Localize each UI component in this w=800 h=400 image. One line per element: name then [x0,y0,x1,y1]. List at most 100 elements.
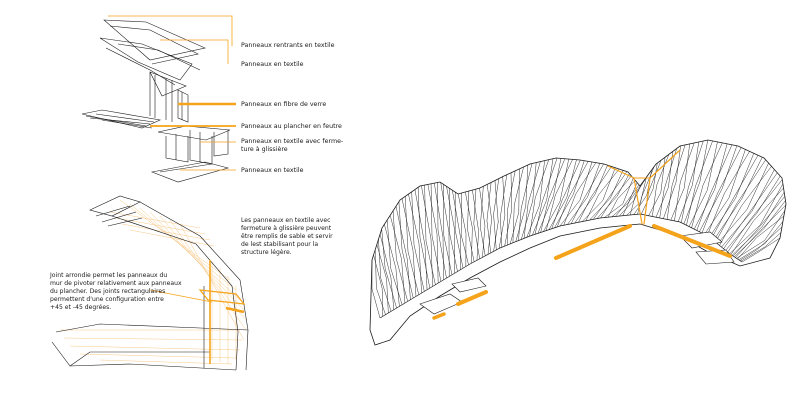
shell-rib [480,186,486,256]
shell-rib [732,196,786,257]
shell-rib [600,175,632,219]
shell-rib [417,187,431,289]
shell-rib [498,176,506,249]
shell-rib [731,192,785,256]
shell-rib [427,184,439,284]
shell-rib [414,189,428,290]
note-line: structure légère. [241,248,292,256]
shell-rib [460,192,469,265]
shell-rib [398,201,414,299]
shell-rib [723,172,778,249]
label-base-textile-panels: Panneaux en textile [241,167,304,174]
shell-rib [500,174,508,248]
shell-rib [648,157,666,216]
label-fiberglass-panels: Panneaux en fibre de verre [241,101,327,108]
label-zip-textile-panels: Panneaux en textile avec ferme- ture à g… [241,138,344,153]
shell-rib [641,162,658,215]
note-zip-panels-ballast: Les panneaux en textile avec fermeture à… [241,217,333,257]
shell-rib [534,158,558,235]
shell-rib [737,215,785,260]
shell-rib [574,165,608,224]
shell-rib [683,140,709,225]
shell-rib [408,194,422,294]
shell-rib [570,163,604,224]
shell-rib [622,180,645,216]
shell-rib [699,145,738,232]
shell-rib [666,144,686,220]
shell-rib [663,145,681,219]
note-line: fermeture à glissière peuvent [241,224,332,232]
shell-rib [593,171,628,220]
shell-rib [615,184,640,217]
shell-rib [384,224,400,307]
shell-rib [730,187,784,255]
shell-rib [465,191,473,264]
shell-rib [554,160,585,228]
shell-rib [529,159,550,237]
shell-rib [421,185,433,287]
perspective-view [369,139,787,346]
shell-rib [709,153,755,238]
shell-rib [392,210,408,302]
shell-rib [740,232,782,262]
shell-rib [449,188,458,272]
shell-rib [655,151,674,218]
shell-rib [551,159,581,229]
note-line: +45 et -45 degrées. [50,303,112,311]
shell-rib [395,206,411,300]
shell-rib [596,173,630,219]
shell-rib [376,244,389,314]
shell-rib [721,169,775,248]
joint-diagram [51,195,249,371]
shell-rib [696,144,733,231]
shell-rib [711,155,759,239]
shell-rib [738,221,784,260]
shell-rib [735,204,786,258]
label-textile-panels: Panneaux en textile [241,61,304,68]
shell-rib [518,163,533,241]
shell-rib [521,162,537,240]
shell-rib [694,143,728,230]
shell-rib [430,183,442,282]
note-rounded-joint: Joint arrondie permet les panneaux du mu… [50,272,182,312]
shell-rib [674,142,695,221]
shell-rib [401,198,417,297]
shell-rib [371,260,381,319]
shell-rib [545,159,573,231]
shell-rib [727,179,783,253]
shell-rib [739,226,783,261]
shell-rib [706,151,750,236]
legend-leaders [108,15,236,171]
shell-rib [548,159,577,230]
shell-rib [504,172,513,247]
shell-rib [729,183,784,254]
shell-rib [387,219,403,305]
shell-rib [424,185,436,285]
note-line: Les panneaux en textile avec [241,217,331,224]
exploded-axonometric [81,19,231,183]
shell-rib [540,158,566,233]
shell-rib [681,140,704,223]
note-line: être remplis de sable et servir [241,232,333,240]
shell-rib [701,147,742,234]
shell-rib [607,180,636,218]
shell-rib [389,215,406,304]
shell-rib [405,196,419,295]
note-line: Joint arrondie permet les panneaux du [50,272,168,279]
shell-rib [515,165,529,242]
shell-rib [567,163,600,225]
shell-rib [670,143,690,221]
shell-rib [512,166,524,243]
shell-rib [691,142,723,228]
shell-rib [411,191,425,292]
shell-rib [507,170,516,246]
shell-rib [486,184,492,255]
shell-rib [509,168,520,244]
shell-rib [578,166,612,223]
shell-rib [686,140,713,226]
shell-rib [457,193,467,267]
note-line: mur de pivoter relativement aux panneaux [50,279,182,287]
shell-rib [454,192,464,269]
shell-rib [493,180,499,252]
